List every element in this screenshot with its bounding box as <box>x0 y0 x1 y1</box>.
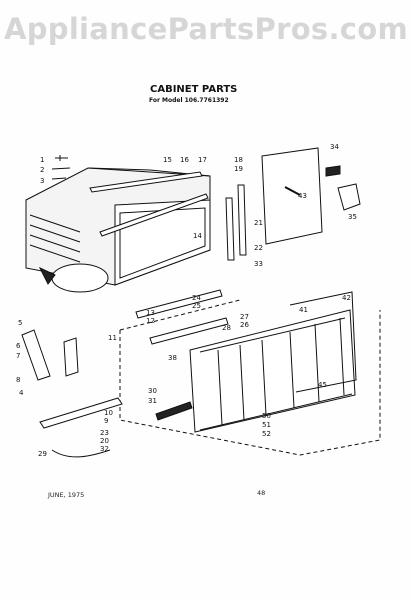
callout-41: 41 <box>299 306 308 314</box>
callout-1: 1 <box>40 156 44 164</box>
callout-45: 45 <box>318 381 327 389</box>
callout-35: 35 <box>348 213 357 221</box>
callout-20: 20 <box>100 437 109 445</box>
callout-8: 8 <box>16 376 20 384</box>
window-kit-boundary <box>119 299 381 456</box>
callout-50: 50 <box>262 412 271 420</box>
screw-1 <box>55 155 68 161</box>
page-title: CABINET PARTS <box>150 84 238 95</box>
side-strip-20 <box>225 197 235 261</box>
callout-17-top: 17 <box>198 156 207 164</box>
callout-2: 2 <box>40 166 44 174</box>
callout-4: 4 <box>19 389 24 397</box>
callout-3: 3 <box>40 177 44 185</box>
callout-13: 13 <box>146 309 155 317</box>
cabinet-rail-15 <box>89 171 203 193</box>
window-panel-42 <box>289 291 357 393</box>
screw-2 <box>51 167 71 170</box>
callout-32: 32 <box>100 445 109 453</box>
callout-9: 9 <box>104 417 108 425</box>
callout-11: 11 <box>108 334 117 342</box>
side-strip-21 <box>237 184 247 256</box>
screw-3 <box>51 177 67 180</box>
callout-23: 23 <box>100 429 109 437</box>
cabinet-panel-43 <box>261 147 323 245</box>
drain-tube <box>51 449 111 458</box>
callout-5: 5 <box>18 319 22 327</box>
seal-strip-30 <box>155 401 193 421</box>
cabinet-side-cutout <box>51 263 109 293</box>
bracket-34 <box>325 165 341 177</box>
callout-43: 43 <box>298 192 307 200</box>
seal-strip-24 <box>135 289 223 319</box>
callout-34: 34 <box>330 143 339 151</box>
window-frame-41 <box>189 309 356 433</box>
callout-31: 31 <box>148 397 157 405</box>
callout-19: 19 <box>234 165 243 173</box>
callout-15: 15 <box>163 156 172 164</box>
callout-16: 16 <box>180 156 189 164</box>
callout-22: 22 <box>254 244 263 252</box>
callout-51: 51 <box>262 421 271 429</box>
watermark: AppliancePartsPros.com <box>3 12 409 46</box>
callout-6: 6 <box>16 342 21 350</box>
callout-24: 24 <box>192 294 201 302</box>
revision-date: JUNE, 1975 <box>48 491 85 499</box>
page-number: 48 <box>257 489 266 497</box>
mounting-bracket-6 <box>63 337 79 377</box>
sill-angle-10 <box>39 397 123 429</box>
cabinet-rail-18 <box>99 193 209 237</box>
callout-25: 25 <box>192 302 201 310</box>
callout-7: 7 <box>16 352 20 360</box>
callout-29: 29 <box>38 450 47 458</box>
callout-52: 52 <box>262 430 271 438</box>
model-number: For Model 106.7761392 <box>149 97 229 104</box>
callout-10: 10 <box>104 409 113 417</box>
callout-33: 33 <box>254 260 263 268</box>
cabinet-side-grille <box>29 214 81 263</box>
callout-26: 26 <box>240 321 249 329</box>
callout-12: 12 <box>146 317 155 325</box>
mounting-bracket-5 <box>21 329 51 381</box>
callout-38: 38 <box>168 354 177 362</box>
callout-18: 18 <box>234 156 243 164</box>
callout-27: 27 <box>240 313 249 321</box>
callout-42: 42 <box>342 294 351 302</box>
callout-14: 14 <box>193 232 202 240</box>
callout-30: 30 <box>148 387 157 395</box>
bracket-35 <box>337 183 361 211</box>
callout-21: 21 <box>254 219 263 227</box>
callout-28: 28 <box>222 324 231 332</box>
seal-strip-28 <box>149 317 229 345</box>
